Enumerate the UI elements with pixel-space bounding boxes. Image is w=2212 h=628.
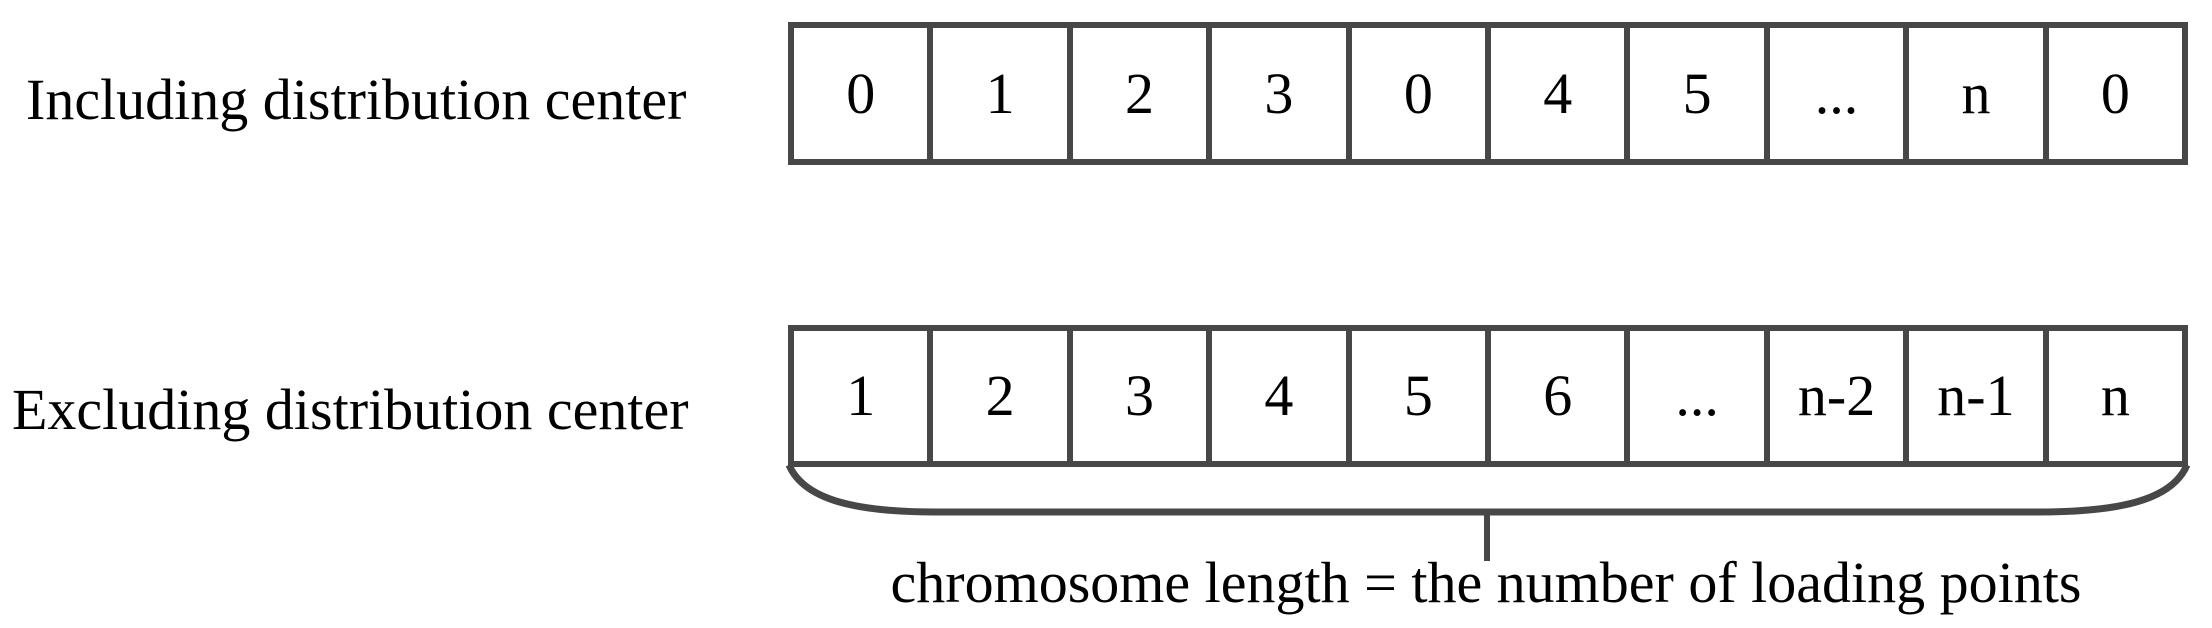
chromosome-cell: 3 bbox=[1073, 331, 1213, 461]
row-label-excluding-distribution-center: Excluding distribution center bbox=[12, 377, 689, 442]
chromosome-length-caption: chromosome length = the number of loadin… bbox=[890, 550, 2082, 615]
chromosome-cell: 3 bbox=[1212, 28, 1352, 159]
chromosome-cell: 1 bbox=[933, 28, 1073, 159]
chromosome-cell-ellipsis: ... bbox=[1770, 28, 1910, 159]
chromosome-row-excluding: 1 2 3 4 5 6 ... n-2 n-1 n bbox=[788, 325, 2188, 467]
length-brace bbox=[786, 463, 2191, 561]
chromosome-row-including: 0 1 2 3 0 4 5 ... n 0 bbox=[788, 22, 2188, 165]
chromosome-cell: 5 bbox=[1630, 28, 1770, 159]
chromosome-cell: n bbox=[1909, 28, 2049, 159]
chromosome-cell: 4 bbox=[1212, 331, 1352, 461]
chromosome-cell: 0 bbox=[1352, 28, 1492, 159]
chromosome-cell: 2 bbox=[1073, 28, 1213, 159]
chromosome-cell: 4 bbox=[1491, 28, 1631, 159]
chromosome-cell: 1 bbox=[794, 331, 934, 461]
chromosome-cell: n-2 bbox=[1770, 331, 1910, 461]
chromosome-cell: 0 bbox=[794, 28, 934, 159]
chromosome-cell-ellipsis: ... bbox=[1630, 331, 1770, 461]
chromosome-cell: n-1 bbox=[1909, 331, 2049, 461]
chromosome-cell: 2 bbox=[933, 331, 1073, 461]
chromosome-cell: n bbox=[2100, 363, 2130, 428]
chromosome-cell: 6 bbox=[1491, 331, 1631, 461]
chromosome-cell: 0 bbox=[2100, 60, 2130, 126]
row-label-including-distribution-center: Including distribution center bbox=[26, 67, 687, 132]
chromosome-cell: 5 bbox=[1352, 331, 1492, 461]
